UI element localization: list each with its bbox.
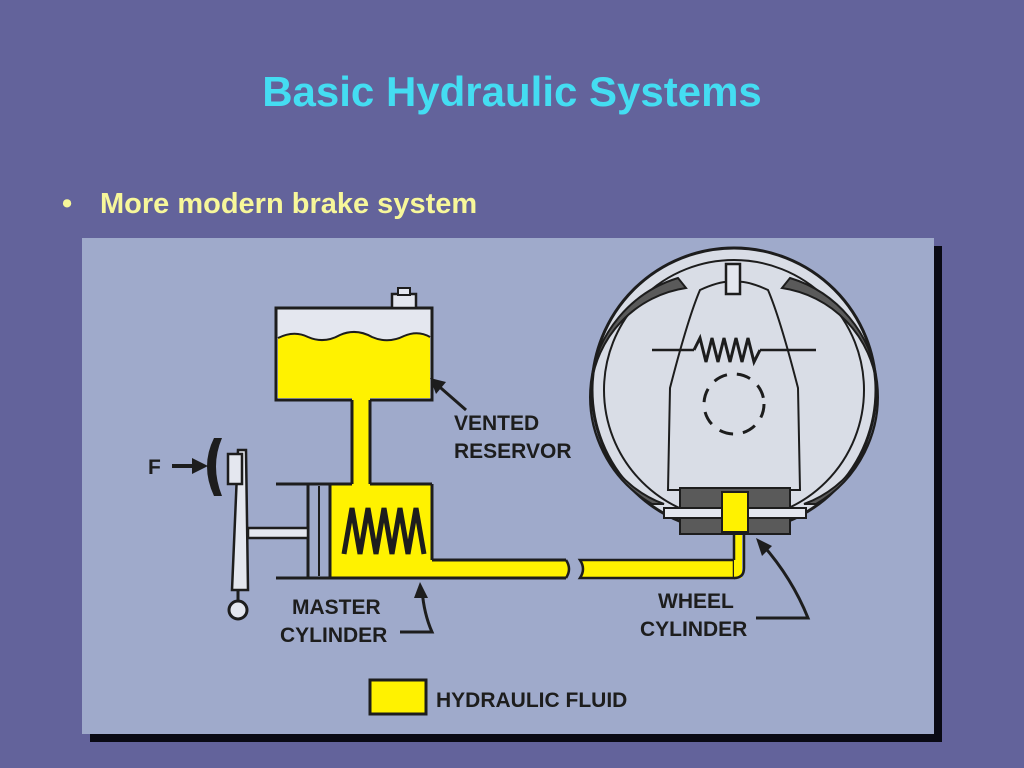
legend: HYDRAULIC FLUID [368, 678, 627, 716]
vented-reservoir-label-line1: VENTED [454, 412, 539, 435]
wheel-cylinder-label-line1: WHEEL [658, 590, 734, 613]
vented-reservoir [274, 287, 434, 484]
bullet-text: More modern brake system [100, 188, 478, 220]
wheel-cylinder-label-line2: CYLINDER [640, 618, 747, 641]
brake-pedal [207, 438, 250, 621]
wheel-cylinder-leader [756, 538, 811, 620]
force-arrow [172, 458, 208, 474]
bullet-glyph: • [62, 188, 73, 220]
diagram-canvas: F [148, 246, 879, 716]
bullet-item: • More modern brake system [62, 188, 477, 221]
vented-reservoir-leader [430, 378, 467, 412]
legend-swatch [368, 678, 428, 716]
slide-title: Basic Hydraulic Systems [262, 68, 762, 115]
wheel-drum [589, 246, 879, 535]
force-label: F [148, 456, 161, 479]
master-cylinder-label-line2: CYLINDER [280, 624, 387, 647]
master-cylinder-label-line1: MASTER [292, 596, 381, 619]
vented-reservoir-label-line2: RESERVOR [454, 440, 571, 463]
brake-system-diagram: F [82, 238, 934, 734]
legend-label: HYDRAULIC FLUID [436, 689, 627, 712]
master-cylinder-leader [400, 582, 435, 634]
brake-line [577, 518, 746, 580]
master-cylinder [246, 482, 571, 580]
